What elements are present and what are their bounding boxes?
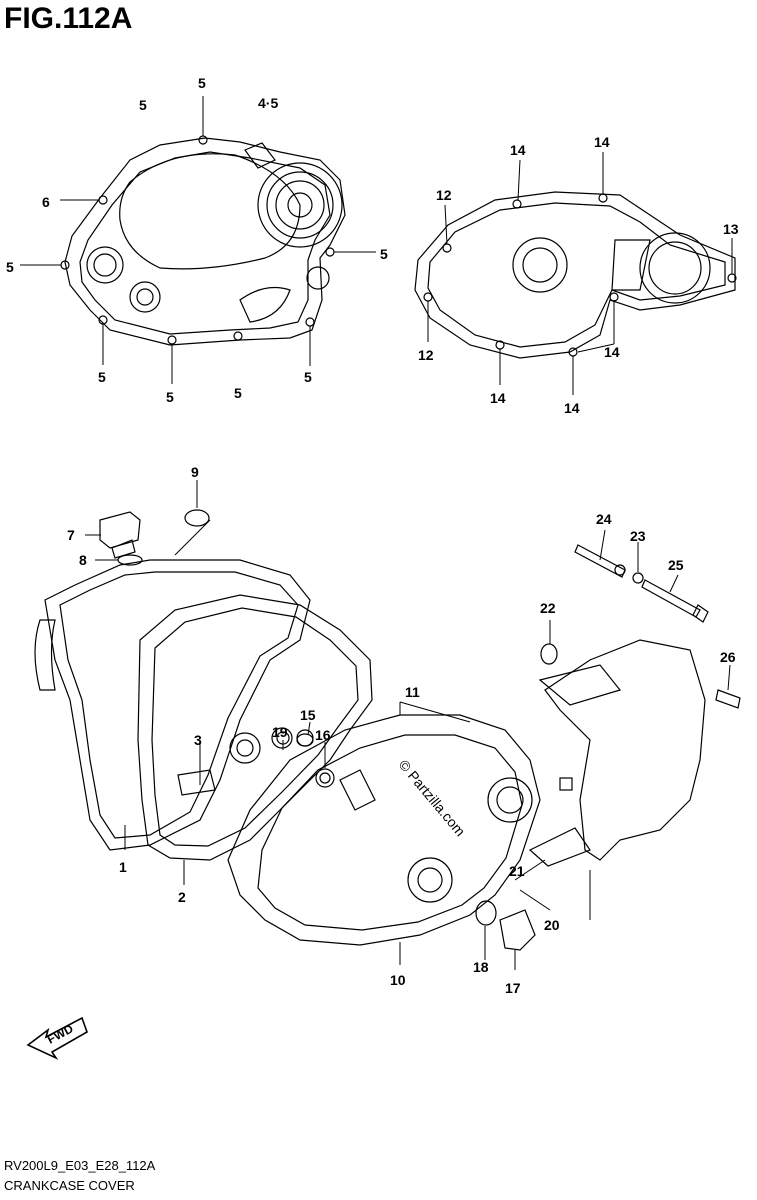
callout-5: 5 [234,385,242,401]
callouts-lower: 9 7 8 3 1 2 11 15 19 16 10 24 23 25 22 2… [67,464,736,996]
callout-leaders-upper-left [20,96,376,384]
callout-10: 10 [390,972,406,988]
callout-19: 19 [272,724,288,740]
callout-15: 15 [300,707,316,723]
callouts-upper-right: 14 14 12 13 12 14 14 14 [418,134,739,416]
crankcase-cover-drawing [34,509,741,951]
callout-16: 16 [315,727,331,743]
fwd-arrow-icon [26,1016,88,1060]
callout-1: 1 [119,859,127,875]
callout-5: 5 [139,97,147,113]
callout-4-5: 4·5 [258,95,278,111]
callout-2: 2 [178,889,186,905]
callout-9: 9 [191,464,199,480]
callout-17: 17 [505,980,521,996]
callout-12: 12 [436,187,452,203]
callout-24: 24 [596,511,612,527]
callout-5: 5 [198,75,206,91]
callout-21: 21 [509,863,525,879]
clutch-cover-drawing [60,135,346,346]
watermark: © Partzilla.com [396,757,469,840]
callout-5: 5 [166,389,174,405]
callout-14: 14 [604,344,620,360]
callout-14: 14 [490,390,506,406]
callout-12: 12 [418,347,434,363]
callout-6: 6 [42,194,50,210]
callout-14: 14 [594,134,610,150]
callout-14: 14 [510,142,526,158]
fwd-label: FWD [45,1021,76,1046]
callout-14: 14 [564,400,580,416]
callout-18: 18 [473,959,489,975]
callout-7: 7 [67,527,75,543]
callout-5: 5 [304,369,312,385]
callouts-upper-left: 5 5 4·5 6 5 5 5 5 5 5 [6,75,388,405]
callout-8: 8 [79,552,87,568]
callout-26: 26 [720,649,736,665]
figure-title: FIG.112A [4,2,133,35]
callout-5: 5 [6,259,14,275]
callout-25: 25 [668,557,684,573]
callout-22: 22 [540,600,556,616]
callout-leaders-upper-right [427,152,733,395]
callout-23: 23 [630,528,646,544]
callout-11: 11 [405,684,420,700]
callout-5: 5 [380,246,388,262]
figure-caption: CRANKCASE COVER [4,1178,135,1193]
callout-13: 13 [723,221,739,237]
callout-leaders-lower [85,480,731,970]
callout-20: 20 [544,917,560,933]
magneto-cover-drawing [414,191,737,359]
figure-code: RV200L9_E03_E28_112A [4,1158,156,1173]
callout-3: 3 [194,732,202,748]
callout-5: 5 [98,369,106,385]
